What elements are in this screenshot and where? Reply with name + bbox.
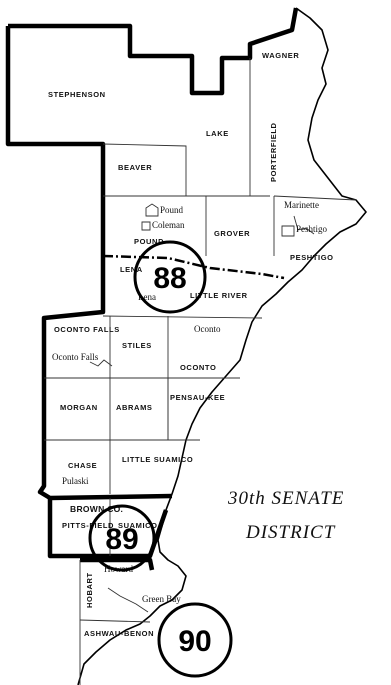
boundary-peshtigo-north	[273, 195, 357, 201]
city-marker-peshtigo	[281, 225, 295, 237]
city-label-pulaski: Pulaski	[62, 476, 89, 486]
city-label-lena: Lena	[138, 292, 156, 302]
river-peshtigo	[293, 215, 315, 235]
county-label-stiles: STILES	[122, 341, 152, 350]
river-green-bay	[107, 587, 149, 613]
county-label-oconto: OCONTO	[180, 363, 216, 372]
district-90-circle	[157, 602, 233, 678]
county-label-little-river: LITTLE RIVER	[190, 291, 248, 300]
river-oconto	[89, 359, 113, 367]
district-boundary-west	[5, 26, 173, 501]
county-label-ashwaubenon: ASHWAU-BENON	[84, 629, 154, 638]
district-88-number: 88	[153, 262, 186, 295]
boundary-little-river-south	[102, 315, 263, 319]
coastline	[77, 7, 367, 685]
city-label-marinette: Marinette	[284, 200, 319, 210]
county-label-brown-co: BROWN CO.	[70, 504, 123, 514]
city-marker-coleman	[141, 221, 151, 231]
boundary-lake-stephenson	[102, 143, 187, 196]
county-label-porterfield: PORTERFIELD	[269, 122, 278, 182]
district-88-circle	[133, 240, 207, 314]
district-89-number: 89	[105, 523, 138, 556]
district-boundary	[8, 7, 299, 96]
county-label-little-suamico: LITTLE SUAMICO	[122, 455, 193, 464]
county-label-peshtigo: PESHTIGO	[290, 253, 334, 262]
city-label-oconto-falls: Oconto Falls	[52, 352, 99, 362]
county-label-pound: POUND	[134, 237, 164, 246]
district-89-90-divider	[80, 557, 155, 571]
county-label-abrams: ABRAMS	[116, 403, 153, 412]
city-label-green-bay: Green Bay	[142, 594, 181, 604]
caption-line-2: DISTRICT	[245, 522, 336, 543]
county-label-morgan: MORGAN	[60, 403, 98, 412]
county-label-wagner: WAGNER	[262, 51, 299, 60]
city-label-oconto: Oconto	[194, 324, 221, 334]
district-90-number: 90	[178, 625, 211, 658]
district-88-divider	[102, 254, 285, 280]
county-label-oconto-falls: OCONTO FALLS	[54, 325, 120, 334]
county-label-stephenson: STEPHENSON	[48, 90, 106, 99]
city-label-coleman: Coleman	[152, 220, 185, 230]
county-label-suamico: SUAMICO	[118, 521, 158, 530]
county-label-lake: LAKE	[206, 129, 229, 138]
county-label-pittsfield: PITTS-FIELD	[62, 521, 114, 530]
district-89-circle	[88, 504, 156, 572]
county-label-beaver: BEAVER	[118, 163, 152, 172]
county-label-hobart: HOBART	[85, 572, 94, 608]
county-label-pensaukee: PENSAU-KEE	[170, 393, 225, 402]
district-89-box	[47, 498, 169, 559]
county-label-grover: GROVER	[214, 229, 250, 238]
city-label-pound: Pound	[160, 205, 184, 215]
city-label-peshtigo: Peshtigo	[296, 224, 328, 234]
boundary-ashwaubenon	[79, 619, 151, 623]
city-marker-pound	[145, 203, 159, 217]
county-label-chase: CHASE	[68, 461, 97, 470]
county-label-lena: LENA	[120, 265, 143, 274]
caption-line-1: 30th SENATE	[227, 488, 344, 509]
